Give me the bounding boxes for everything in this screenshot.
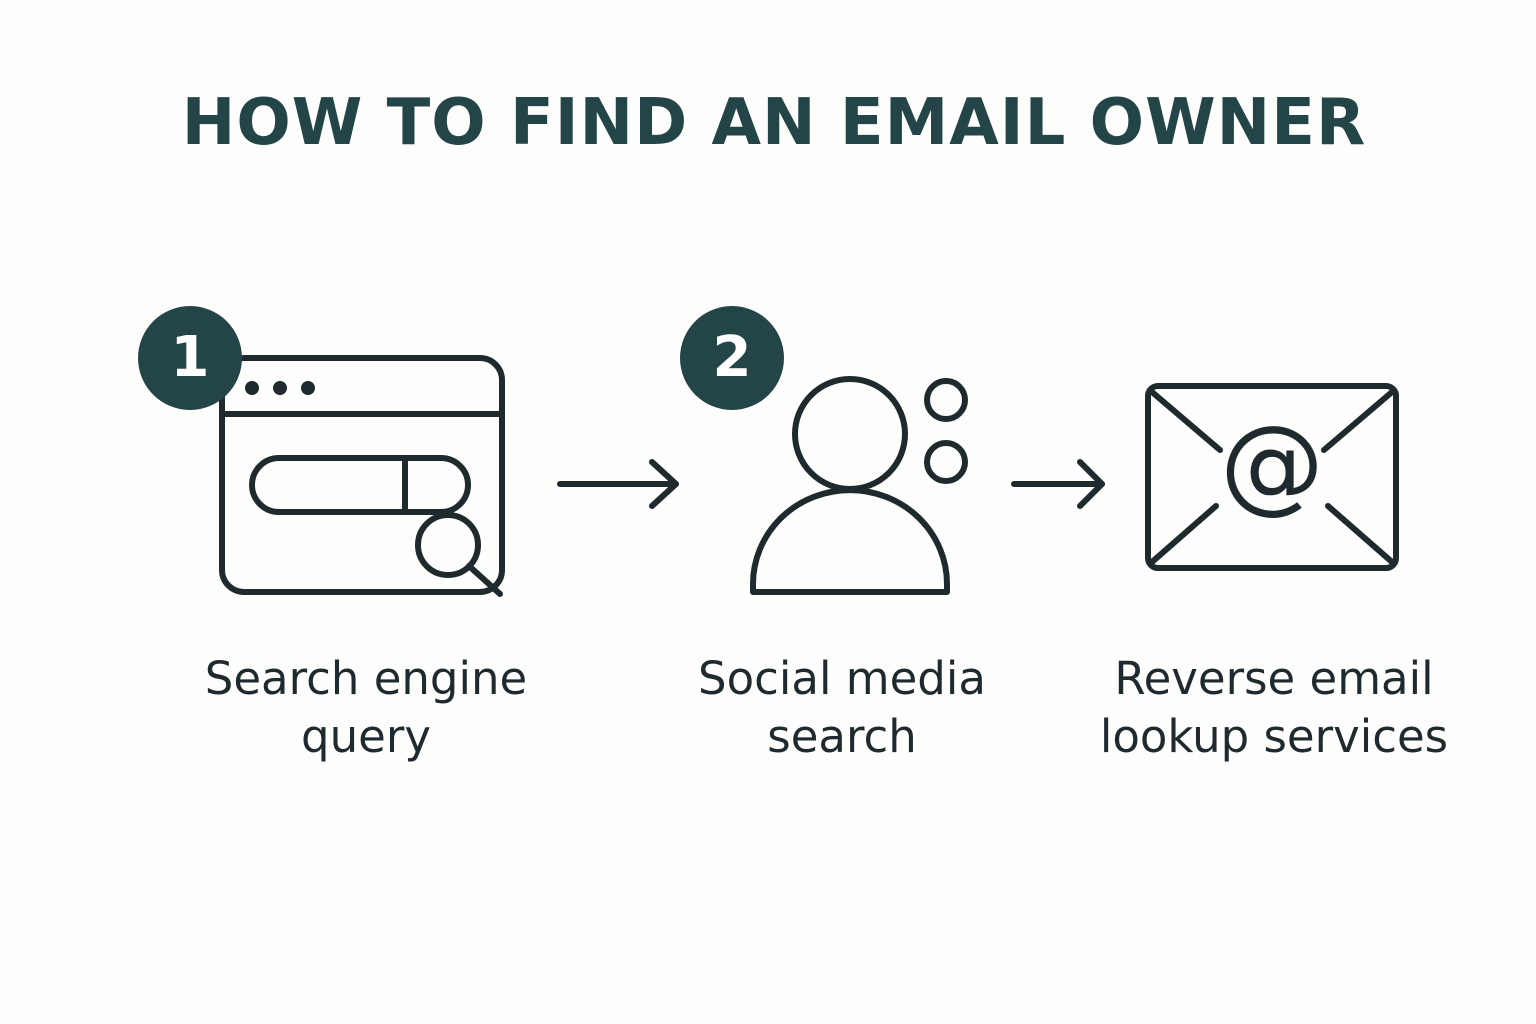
step-1-badge: 1 <box>138 306 242 410</box>
envelope-at-symbol: @ <box>1220 403 1324 525</box>
page-title: HOW TO FIND AN EMAIL OWNER <box>181 86 1367 160</box>
step-1-label-line-2: query <box>301 710 431 763</box>
step-2-label: Social media search <box>642 650 1042 766</box>
step-2-badge: 2 <box>680 306 784 410</box>
step-3-label: Reverse email lookup services <box>1068 650 1480 766</box>
step-2-label-line-1: Social media <box>698 652 986 705</box>
step-3-label-line-1: Reverse email <box>1114 652 1434 705</box>
step-3-label-line-2: lookup services <box>1099 710 1449 763</box>
step-1-label-line-1: Search engine <box>204 652 528 705</box>
step-2-label-line-2: search <box>767 710 917 763</box>
step-1-label: Search engine query <box>166 650 566 766</box>
